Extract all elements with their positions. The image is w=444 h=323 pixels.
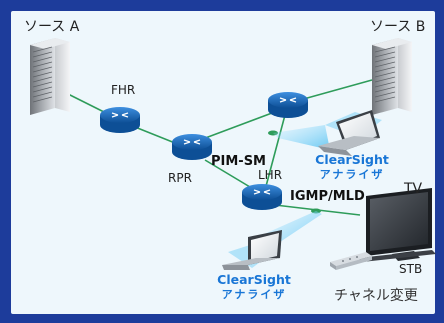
tv-icon xyxy=(358,188,436,262)
link-rpr-lhr xyxy=(204,159,256,191)
analyzer-lower-kind: アナライザ xyxy=(221,288,287,301)
router-lhr-icon xyxy=(242,184,282,210)
rpr-label: RPR xyxy=(168,171,192,185)
igmp-mld-label: IGMP/MLD xyxy=(290,189,365,204)
stb-remote-icon xyxy=(330,252,372,270)
link-fhr-rpr xyxy=(129,124,181,146)
analyzer-lower-product: ClearSight xyxy=(217,272,291,287)
link-router3-sourceB xyxy=(299,79,373,101)
source-a-label: ソース A xyxy=(24,19,80,35)
analyzer-upper-product: ClearSight xyxy=(315,152,389,167)
tv-label: TV xyxy=(404,181,423,197)
link-rpr-router3 xyxy=(199,109,281,141)
router-rpr-icon xyxy=(172,134,212,160)
fhr-label: FHR xyxy=(111,83,136,97)
server-a xyxy=(30,38,70,115)
router-upper-icon xyxy=(268,92,308,118)
pim-sm-label: PIM-SM xyxy=(211,154,266,169)
link-router3-lhr xyxy=(264,114,286,191)
lhr-label: LHR xyxy=(258,168,283,182)
channel-change-label: チャネル変更 xyxy=(334,288,418,304)
source-b-label: ソース B xyxy=(370,19,426,35)
diagram-panel xyxy=(11,11,435,314)
analyzer-laptop-lower xyxy=(222,211,322,270)
analyzer-upper-kind: アナライザ xyxy=(319,168,385,181)
router-fhr-icon xyxy=(100,107,140,133)
server-b xyxy=(372,38,412,115)
analyzer-laptop-upper xyxy=(273,110,382,156)
stb-label: STB xyxy=(399,262,423,276)
